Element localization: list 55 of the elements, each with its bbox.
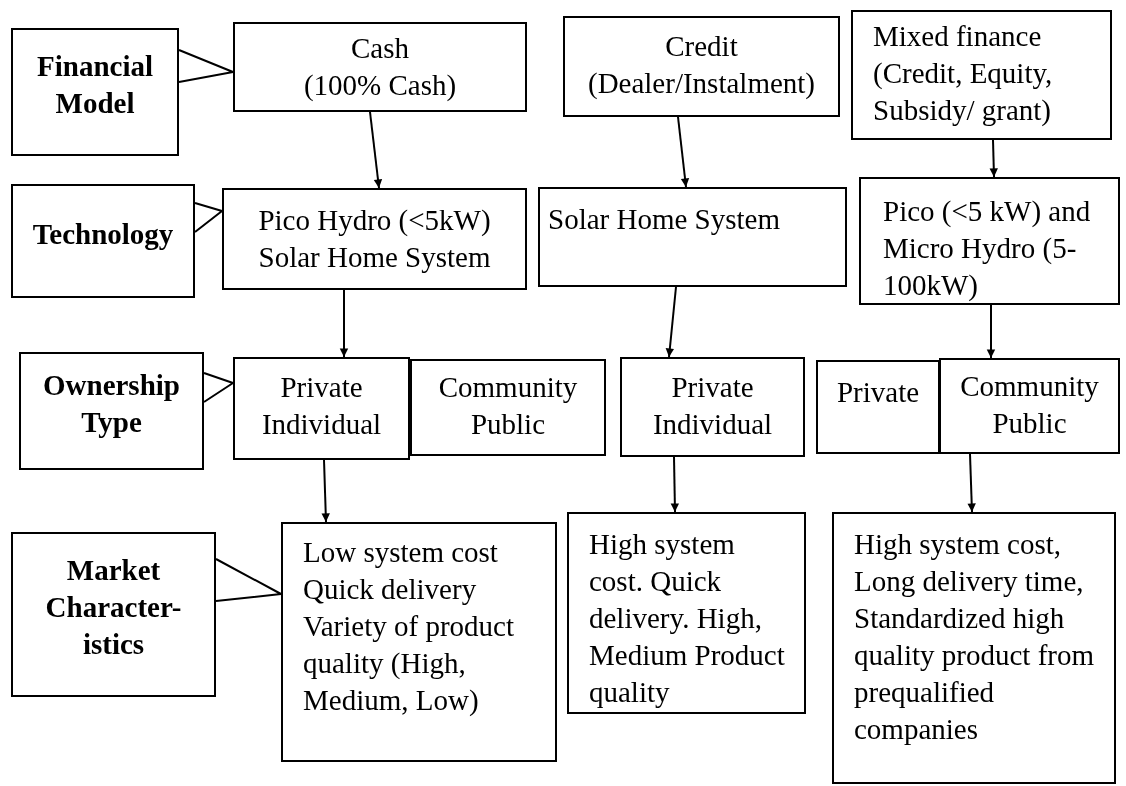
process-box (851, 10, 1112, 140)
callout-box (11, 28, 179, 156)
arrow (967, 453, 976, 513)
callout-box (11, 184, 195, 298)
callout-label: Financial Model (36, 49, 154, 121)
box-label: Variety of product quality (High, Medium, Low) (303, 609, 515, 718)
arrow (369, 111, 383, 189)
process-box (233, 357, 410, 460)
box-label: (Credit, Equity, Subsidy/ grant) (873, 56, 1054, 128)
arrow (677, 116, 690, 188)
process-box (567, 512, 806, 714)
box-label: Pico (<5 kW) and Micro Hydro (5-100kW) (883, 194, 1092, 303)
process-box (563, 16, 840, 117)
box-label: Cash (350, 31, 410, 66)
callout-box (19, 352, 204, 470)
arrow (665, 286, 677, 358)
callout-label: Technology (31, 216, 175, 252)
callout-label: Market Character- istics (44, 553, 183, 662)
process-box (816, 360, 940, 454)
process-box (410, 359, 606, 456)
box-label: Community Public (438, 370, 578, 442)
process-box (281, 522, 557, 762)
callout-label: Ownership Type (42, 368, 181, 440)
box-label: High system cost. Quick delivery. High, Medium Product quality (589, 527, 786, 710)
box-label: Mixed finance (873, 19, 1043, 54)
box-label: (100% Cash) (302, 68, 458, 103)
arrow (339, 289, 349, 358)
process-box (538, 187, 847, 287)
process-box (222, 188, 527, 290)
arrow (989, 139, 998, 178)
box-label: High system cost, Long delivery time, Standardized high quality product from prequalified companies (854, 527, 1094, 747)
box-label: Solar Home System (257, 240, 492, 275)
box-label: Solar Home System (548, 202, 781, 237)
process-box (859, 177, 1120, 305)
arrow (670, 456, 679, 513)
callout-box (11, 532, 216, 697)
box-label: Private Individual (260, 370, 383, 442)
callout-pointer (215, 558, 282, 602)
process-box (233, 22, 527, 112)
process-box (620, 357, 805, 457)
box-label: Private Individual (651, 370, 774, 442)
callout-pointer (178, 49, 234, 83)
box-label: Low system cost (303, 535, 499, 570)
callout-pointer (194, 202, 223, 233)
box-label: Quick delivery (303, 572, 478, 607)
box-label: (Dealer/Instalment) (586, 66, 817, 101)
box-label: Community Public (959, 369, 1100, 441)
arrow (321, 459, 330, 523)
process-box (832, 512, 1116, 784)
box-label: Credit (664, 29, 739, 64)
process-box (939, 358, 1120, 454)
box-label: Pico Hydro (<5kW) (257, 203, 492, 238)
box-label: Private (835, 375, 921, 410)
callout-pointer (203, 372, 234, 403)
arrow (986, 304, 996, 359)
